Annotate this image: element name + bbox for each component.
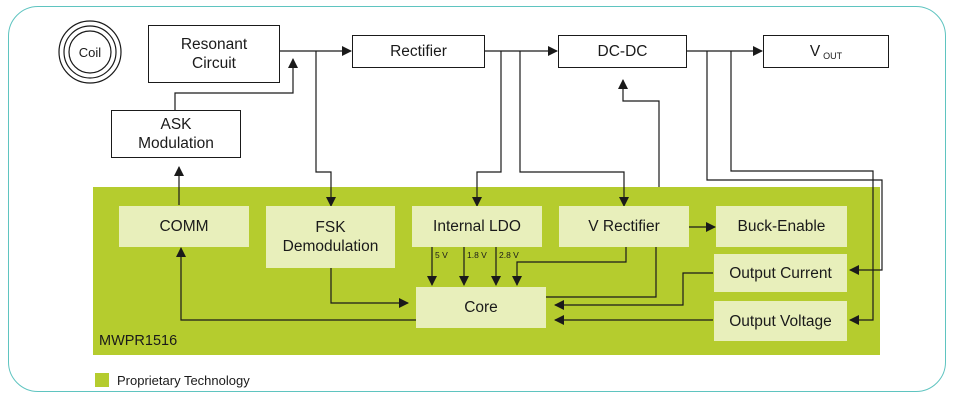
buck-enable-block: Buck-Enable bbox=[716, 206, 847, 247]
core-block: Core bbox=[416, 287, 546, 328]
output-voltage-block: Output Voltage bbox=[714, 301, 847, 341]
rectifier-block: Rectifier bbox=[352, 35, 485, 68]
fsk-demodulation-block: FSK Demodulation bbox=[266, 206, 395, 268]
ask-modulation-label: ASK Modulation bbox=[138, 116, 214, 152]
resonant-circuit-label: Resonant Circuit bbox=[180, 36, 248, 72]
legend-swatch bbox=[95, 373, 109, 387]
comm-block: COMM bbox=[119, 206, 249, 247]
internal-ldo-block: Internal LDO bbox=[412, 206, 542, 247]
dc-dc-block: DC-DC bbox=[558, 35, 687, 68]
comm-label: COMM bbox=[159, 218, 209, 235]
voltage-label-5v: 5 V bbox=[435, 250, 448, 260]
fsk-demodulation-label: FSK Demodulation bbox=[282, 219, 379, 255]
diagram-frame bbox=[8, 6, 946, 392]
dc-dc-label: DC-DC bbox=[597, 43, 648, 60]
output-current-block: Output Current bbox=[714, 254, 847, 292]
vout-subscript: OUT bbox=[823, 51, 843, 61]
output-current-label: Output Current bbox=[729, 264, 832, 282]
rectifier-label: Rectifier bbox=[390, 43, 447, 60]
coil-label: Coil bbox=[78, 44, 102, 60]
chip-name-label: MWPR1516 bbox=[99, 333, 178, 349]
voltage-label-1v8: 1.8 V bbox=[467, 250, 487, 260]
voltage-label-2v8: 2.8 V bbox=[499, 250, 519, 260]
legend-label: Proprietary Technology bbox=[117, 373, 250, 388]
v-rectifier-block: V Rectifier bbox=[559, 206, 689, 247]
coil-icon bbox=[58, 20, 122, 84]
buck-enable-label: Buck-Enable bbox=[737, 218, 826, 235]
resonant-circuit-block: Resonant Circuit bbox=[148, 25, 280, 83]
internal-ldo-label: Internal LDO bbox=[433, 218, 521, 235]
ask-modulation-block: ASK Modulation bbox=[111, 110, 241, 158]
output-voltage-label: Output Voltage bbox=[729, 312, 832, 330]
core-label: Core bbox=[464, 299, 498, 316]
v-rectifier-label: V Rectifier bbox=[588, 218, 660, 235]
vout-label: V bbox=[809, 43, 821, 60]
